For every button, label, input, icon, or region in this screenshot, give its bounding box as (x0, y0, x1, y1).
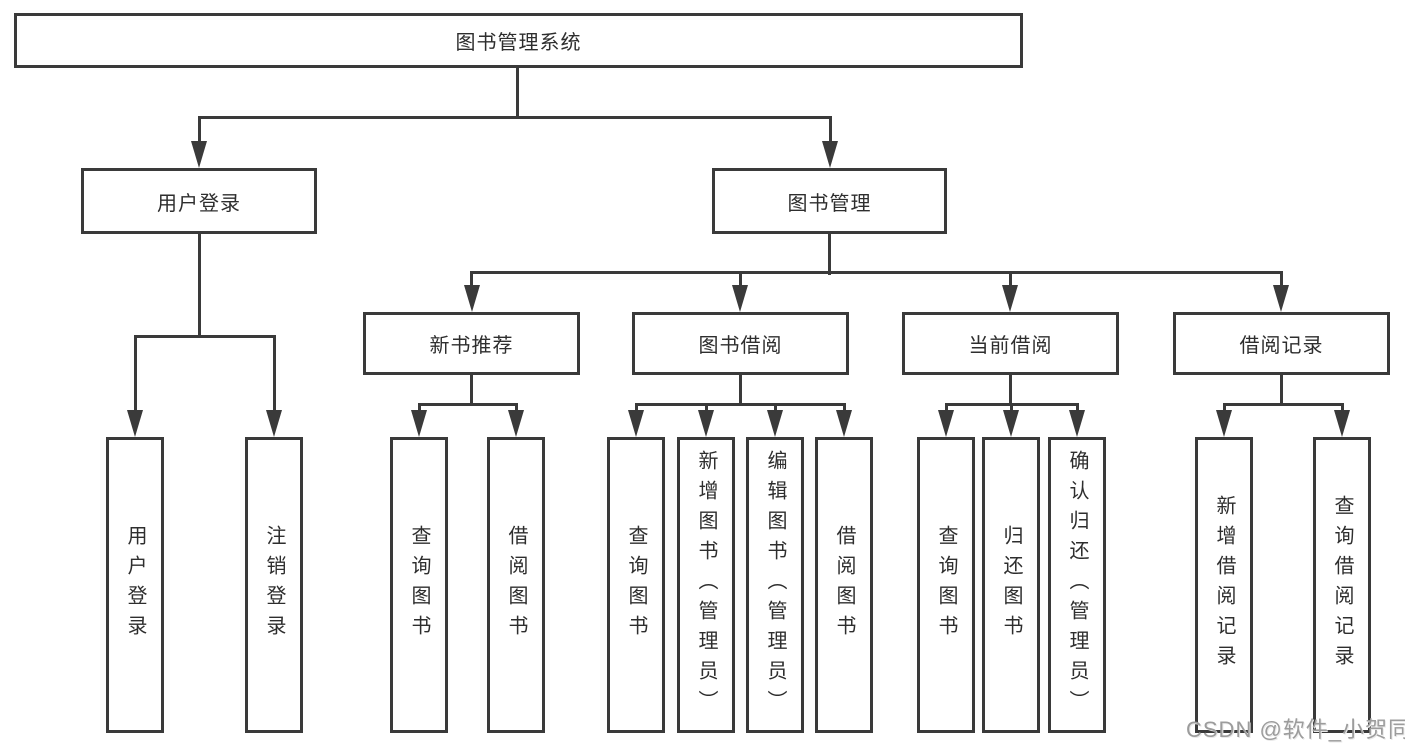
leaf-label: 查询借阅记录 (1331, 495, 1353, 675)
leaf-borrow-books-borrowing: 借阅图书 (815, 437, 873, 733)
connector-vline (828, 234, 831, 275)
node-current-borrowing: 当前借阅 (902, 312, 1119, 375)
connector-vline (418, 403, 421, 415)
arrow-down-icon (1334, 410, 1350, 437)
connector-vline (198, 116, 201, 144)
leaf-confirm-return-admin: 确认归还（管理员） (1048, 437, 1106, 733)
connector-vline (774, 403, 777, 415)
arrow-down-icon (464, 285, 480, 312)
leaf-label: 用户登录 (124, 525, 146, 645)
node-label: 新书推荐 (429, 335, 514, 357)
connector-vline (945, 403, 948, 415)
leaf-label: 注销登录 (263, 525, 285, 645)
connector-vline (705, 403, 708, 415)
arrow-down-icon (628, 410, 644, 437)
connector-vline (1010, 403, 1013, 415)
connector-hline (198, 116, 832, 119)
connector-vline (516, 66, 519, 118)
arrow-down-icon (938, 410, 954, 437)
connector-vline (739, 271, 742, 287)
leaf-add-borrow-record: 新增借阅记录 (1195, 437, 1253, 733)
leaf-label: 新增借阅记录 (1213, 495, 1235, 675)
connector-vline (273, 335, 276, 412)
connector-hline (418, 403, 518, 406)
leaf-query-books-current: 查询图书 (917, 437, 975, 733)
leaf-label: 编辑图书（管理员） (764, 450, 786, 720)
leaf-borrow-books-recommend: 借阅图书 (487, 437, 545, 733)
leaf-label: 查询图书 (935, 525, 957, 645)
connector-vline (1076, 403, 1079, 415)
node-book-management: 图书管理 (712, 168, 947, 234)
connector-hline (1223, 403, 1344, 406)
csdn-watermark: CSDN @软件_小贺同学 (1186, 717, 1405, 742)
leaf-label: 新增图书（管理员） (695, 450, 717, 720)
node-label: 图书借阅 (698, 335, 783, 357)
leaf-label: 确认归还（管理员） (1066, 450, 1088, 720)
leaf-add-book-admin: 新增图书（管理员） (677, 437, 735, 733)
connector-hline (470, 271, 1283, 274)
arrow-down-icon (698, 410, 714, 437)
arrow-down-icon (836, 410, 852, 437)
arrow-down-icon (1216, 410, 1232, 437)
connector-hline (134, 335, 276, 338)
arrow-down-icon (191, 141, 207, 168)
arrow-down-icon (1002, 285, 1018, 312)
arrow-down-icon (266, 410, 282, 437)
node-new-book-recommendation: 新书推荐 (363, 312, 580, 375)
connector-vline (843, 403, 846, 415)
leaf-label: 查询图书 (625, 525, 647, 645)
connector-vline (470, 375, 473, 405)
connector-vline (829, 116, 832, 144)
connector-hline (635, 403, 846, 406)
leaf-label: 归还图书 (1000, 525, 1022, 645)
node-label: 借阅记录 (1239, 335, 1324, 357)
connector-vline (1009, 375, 1012, 405)
arrow-down-icon (1069, 410, 1085, 437)
connector-vline (470, 271, 473, 287)
leaf-edit-book-admin: 编辑图书（管理员） (746, 437, 804, 733)
connector-vline (739, 375, 742, 405)
leaf-query-books-recommend: 查询图书 (390, 437, 448, 733)
arrow-down-icon (1003, 410, 1019, 437)
leaf-logout: 注销登录 (245, 437, 303, 733)
node-label: 用户登录 (157, 192, 241, 215)
node-label: 当前借阅 (968, 335, 1053, 357)
arrow-down-icon (411, 410, 427, 437)
connector-vline (1280, 271, 1283, 287)
connector-vline (635, 403, 638, 415)
leaf-query-books-borrowing: 查询图书 (607, 437, 665, 733)
node-label: 图书管理 (787, 192, 872, 215)
arrow-down-icon (732, 285, 748, 312)
connector-vline (1223, 403, 1226, 415)
arrow-down-icon (767, 410, 783, 437)
node-borrowing-records: 借阅记录 (1173, 312, 1390, 375)
connector-vline (134, 335, 137, 412)
node-label: 图书管理系统 (455, 32, 582, 54)
connector-vline (198, 234, 201, 338)
node-user-login: 用户登录 (81, 168, 317, 234)
leaf-label: 借阅图书 (833, 525, 855, 645)
arrow-down-icon (1273, 285, 1289, 312)
arrow-down-icon (508, 410, 524, 437)
leaf-query-borrow-record: 查询借阅记录 (1313, 437, 1371, 733)
leaf-return-books: 归还图书 (982, 437, 1040, 733)
leaf-label: 借阅图书 (505, 525, 527, 645)
leaf-label: 查询图书 (408, 525, 430, 645)
connector-vline (1009, 271, 1012, 287)
node-library-management-system: 图书管理系统 (14, 13, 1023, 68)
connector-vline (515, 403, 518, 415)
leaf-user-login: 用户登录 (106, 437, 164, 733)
connector-vline (1341, 403, 1344, 415)
arrow-down-icon (127, 410, 143, 437)
connector-vline (1280, 375, 1283, 405)
arrow-down-icon (822, 141, 838, 168)
node-book-borrowing: 图书借阅 (632, 312, 849, 375)
